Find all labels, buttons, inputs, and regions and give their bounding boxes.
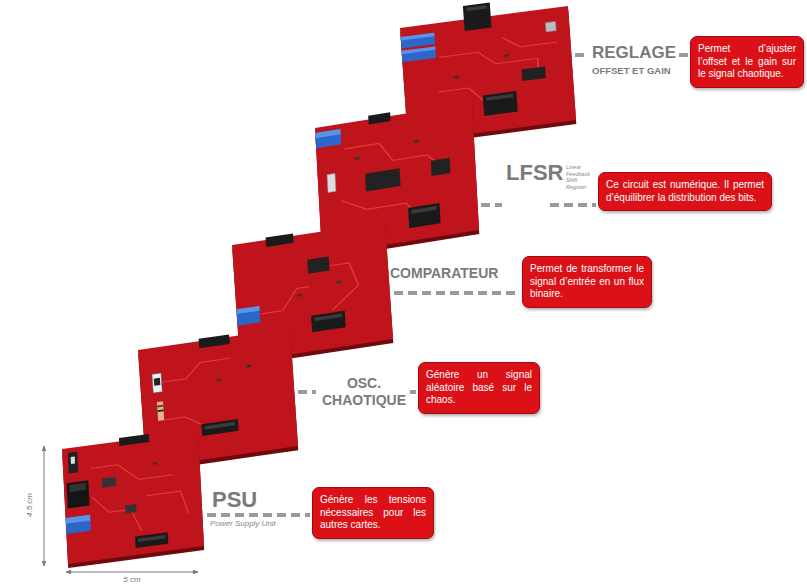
pcb-trace (260, 287, 310, 314)
callout-text: Génère les tensions nécessaires pour les… (320, 494, 426, 532)
trimmer-top (401, 33, 435, 41)
callout-text: Ce circuit est numérique. Il permet d’éq… (606, 179, 764, 204)
pin-header (201, 419, 238, 436)
board-face (62, 431, 204, 564)
callout-box: Génère les tensions nécessaires pour les… (312, 487, 434, 539)
switch-knob (71, 457, 75, 464)
ic-chip (522, 67, 546, 81)
jumper-pins (327, 174, 336, 193)
pin-row (138, 535, 165, 542)
pin-header (135, 532, 168, 548)
trimmer-potentiometer (402, 46, 436, 62)
smd-part (246, 365, 251, 368)
dimension-label: 5 cm (112, 575, 152, 585)
callout-text: Génère un signal aléatoire basé sur le c… (426, 369, 532, 407)
pin-header (368, 112, 390, 124)
switch-knob (154, 378, 161, 386)
leader-line (298, 390, 316, 394)
pin-header (463, 2, 492, 31)
pin-row (466, 5, 486, 11)
slide-switch (68, 452, 79, 474)
pin-header (483, 91, 518, 116)
section-label: PSU (212, 488, 257, 512)
smd-part (297, 294, 302, 297)
smd-part (454, 75, 459, 78)
pcb-trace (329, 262, 360, 311)
callout-box: Génère un signal aléatoire basé sur le c… (418, 362, 540, 414)
pcb-trace (147, 490, 189, 518)
acronym-expansion: Power Supply Unit (210, 519, 276, 529)
callout-box: Permet d’ajuster l’offset et le gain sur… (690, 36, 804, 88)
resistor (157, 401, 164, 421)
pin-header (199, 334, 230, 348)
pcb-board (62, 428, 204, 568)
slide-switch (152, 373, 162, 393)
trimmer-potentiometer (401, 33, 435, 49)
pin-row (314, 314, 342, 322)
terminal-top (66, 515, 91, 524)
leader-line (207, 513, 310, 517)
leader-lines (207, 55, 688, 515)
regulator (102, 477, 116, 488)
dc-jack-top (69, 483, 86, 492)
trimmer-top (402, 46, 436, 54)
pin-row (205, 422, 236, 430)
dimension-label: 4.5 cm (25, 487, 35, 523)
pin-header (311, 311, 346, 332)
pcb-trace (164, 415, 201, 430)
smd-part (504, 54, 509, 57)
section-label: COMPARATEUR (390, 265, 498, 282)
pcb-trace (502, 31, 557, 49)
trimmer-top (315, 129, 340, 138)
section-sublabel: OFFSET ET GAIN (592, 65, 671, 77)
terminal-block (66, 515, 91, 534)
ic-chip (431, 158, 451, 176)
smd-part (153, 462, 157, 465)
leader-line (679, 53, 688, 57)
trimmer-potentiometer (236, 306, 260, 326)
ic-chip (307, 256, 329, 273)
smd-part (337, 281, 342, 284)
callout-text: Permet de transformer le signal d’entrée… (530, 263, 644, 301)
leader-line (550, 203, 596, 207)
trimmer-top (236, 306, 259, 314)
pcb-trace (161, 358, 232, 382)
pin-header (408, 203, 441, 228)
leader-line (410, 390, 416, 394)
dc-jack (67, 480, 90, 508)
pin-header (119, 434, 149, 446)
smd-part (217, 378, 222, 381)
resistor-band (157, 405, 163, 408)
pin-header (266, 233, 294, 247)
pin-row (411, 206, 436, 214)
resistor-band (157, 409, 163, 412)
leader-line (481, 203, 502, 207)
leader-line (575, 53, 589, 57)
callout-box: Ce circuit est numérique. Il permet d’éq… (598, 172, 772, 211)
callout-text: Permet d’ajuster l’offset et le gain sur… (698, 43, 796, 81)
trimmer-potentiometer (315, 129, 341, 148)
acronym-expansion: Linear Feedback Shift Register (566, 164, 596, 190)
ic-chip (365, 168, 401, 191)
dimension-arrow (44, 446, 45, 566)
pcb-trace (92, 491, 142, 538)
section-label: LFSR (506, 160, 563, 186)
pcb-trace (341, 189, 414, 223)
component (545, 21, 556, 31)
callout-box: Permet de transformer le signal d’entrée… (522, 256, 652, 308)
pin-row (486, 94, 513, 101)
dimension-arrow (66, 572, 198, 573)
smd-part (355, 157, 360, 160)
leader-line (394, 291, 520, 295)
section-label: OSC. CHAOTIQUE (320, 375, 408, 409)
regulator (125, 504, 136, 513)
section-label: REGLAGE (592, 43, 676, 63)
smd-part (414, 140, 419, 143)
